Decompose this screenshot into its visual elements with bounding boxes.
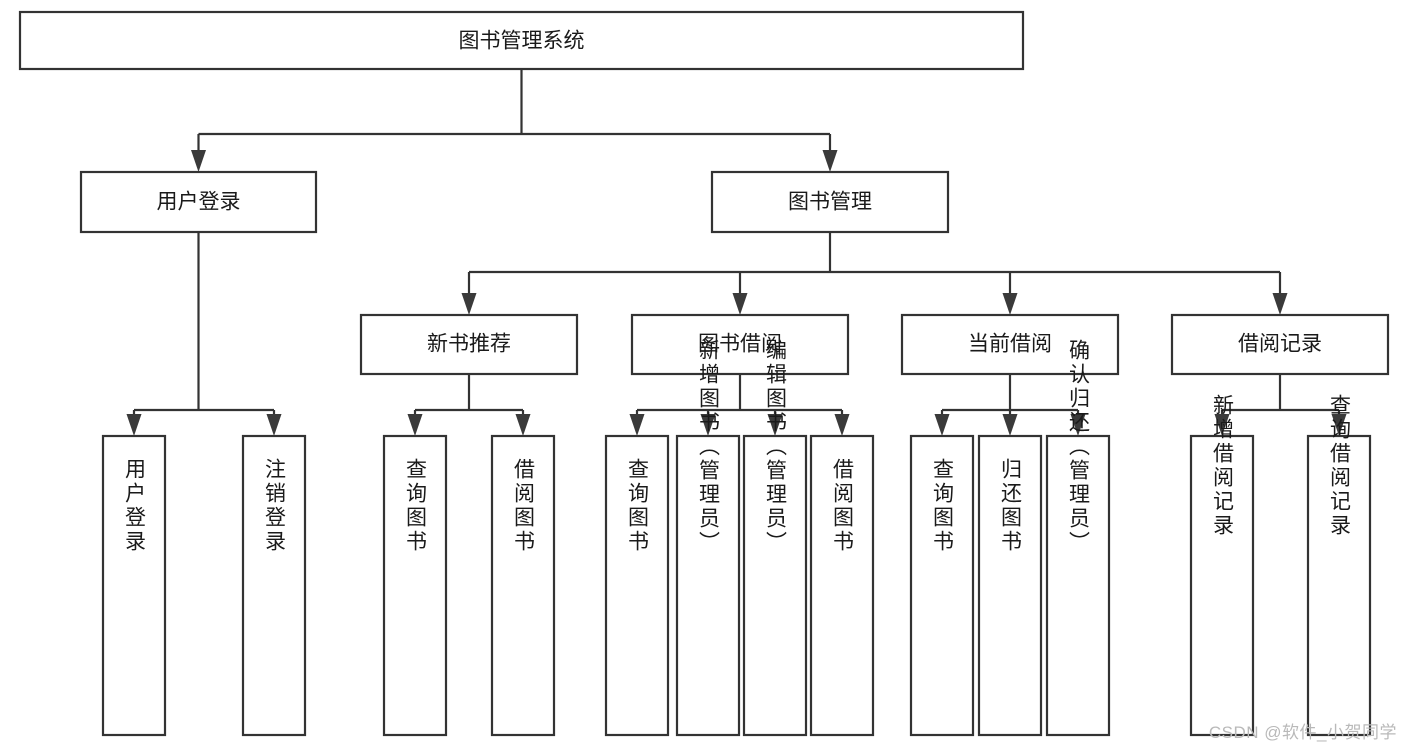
leaf-label: 查询借阅记录 <box>1328 394 1352 538</box>
leaf-current-borrow-2[interactable]: 确认归还（管理员） <box>1045 339 1111 737</box>
connector-group-borrow-record <box>1214 374 1347 436</box>
leaf-label: 编辑图书（管理员） <box>764 339 788 555</box>
node-book-management[interactable]: 图书管理 <box>710 170 950 234</box>
node-new-book-recommend-label: 新书推荐 <box>427 333 511 356</box>
node-borrow-record-label: 借阅记录 <box>1238 333 1322 356</box>
leaf-new-book-0[interactable]: 查询图书 <box>382 434 448 737</box>
connector-group-user-login <box>126 232 282 436</box>
leaf-label: 借阅图书 <box>512 458 536 554</box>
leaf-current-borrow-1[interactable]: 归还图书 <box>977 434 1043 737</box>
leaf-label: 新增图书（管理员） <box>697 339 721 555</box>
leaf-label: 归还图书 <box>999 458 1023 554</box>
leaf-label: 查询图书 <box>931 458 955 554</box>
node-book-borrow-label: 图书借阅 <box>698 333 782 356</box>
node-book-management-label: 图书管理 <box>788 191 872 214</box>
leaf-borrow-record-0[interactable]: 新增借阅记录 <box>1189 394 1255 737</box>
node-user-login[interactable]: 用户登录 <box>79 170 318 234</box>
leaf-label: 查询图书 <box>404 458 428 554</box>
node-root[interactable]: 图书管理系统 <box>18 10 1025 71</box>
connector-group-book-borrow <box>629 374 850 436</box>
node-borrow-record[interactable]: 借阅记录 <box>1170 313 1390 376</box>
leaf-user-login-1[interactable]: 注销登录 <box>241 434 307 737</box>
connector-group-current-borrow <box>934 374 1086 436</box>
node-new-book-recommend[interactable]: 新书推荐 <box>359 313 579 376</box>
leaf-label: 注销登录 <box>263 458 287 554</box>
leaf-borrow-record-1[interactable]: 查询借阅记录 <box>1306 394 1372 737</box>
watermark: CSDN @软件_小贺同学 <box>1208 723 1397 742</box>
leaf-label: 用户登录 <box>123 458 147 554</box>
node-root-label: 图书管理系统 <box>459 30 585 53</box>
leaf-label: 确认归还（管理员） <box>1067 339 1091 555</box>
leaf-new-book-1[interactable]: 借阅图书 <box>490 434 556 737</box>
leaf-book-borrow-3[interactable]: 借阅图书 <box>809 434 875 737</box>
node-book-borrow[interactable]: 图书借阅 <box>630 313 850 376</box>
leaf-label: 借阅图书 <box>831 458 855 554</box>
leaf-book-borrow-2[interactable]: 编辑图书（管理员） <box>742 339 808 737</box>
connector-group-book-manage <box>461 232 1288 315</box>
leaf-user-login-0[interactable]: 用户登录 <box>101 434 167 737</box>
node-current-borrow-label: 当前借阅 <box>968 333 1052 356</box>
connector-group-new-book <box>407 374 531 436</box>
node-current-borrow[interactable]: 当前借阅 <box>900 313 1120 376</box>
leaf-label: 新增借阅记录 <box>1211 394 1235 538</box>
leaf-book-borrow-1[interactable]: 新增图书（管理员） <box>675 339 741 737</box>
leaf-label: 查询图书 <box>626 458 650 554</box>
leaf-book-borrow-0[interactable]: 查询图书 <box>604 434 670 737</box>
leaf-current-borrow-0[interactable]: 查询图书 <box>909 434 975 737</box>
node-user-login-label: 用户登录 <box>157 191 241 214</box>
connector-group-root <box>191 69 838 172</box>
